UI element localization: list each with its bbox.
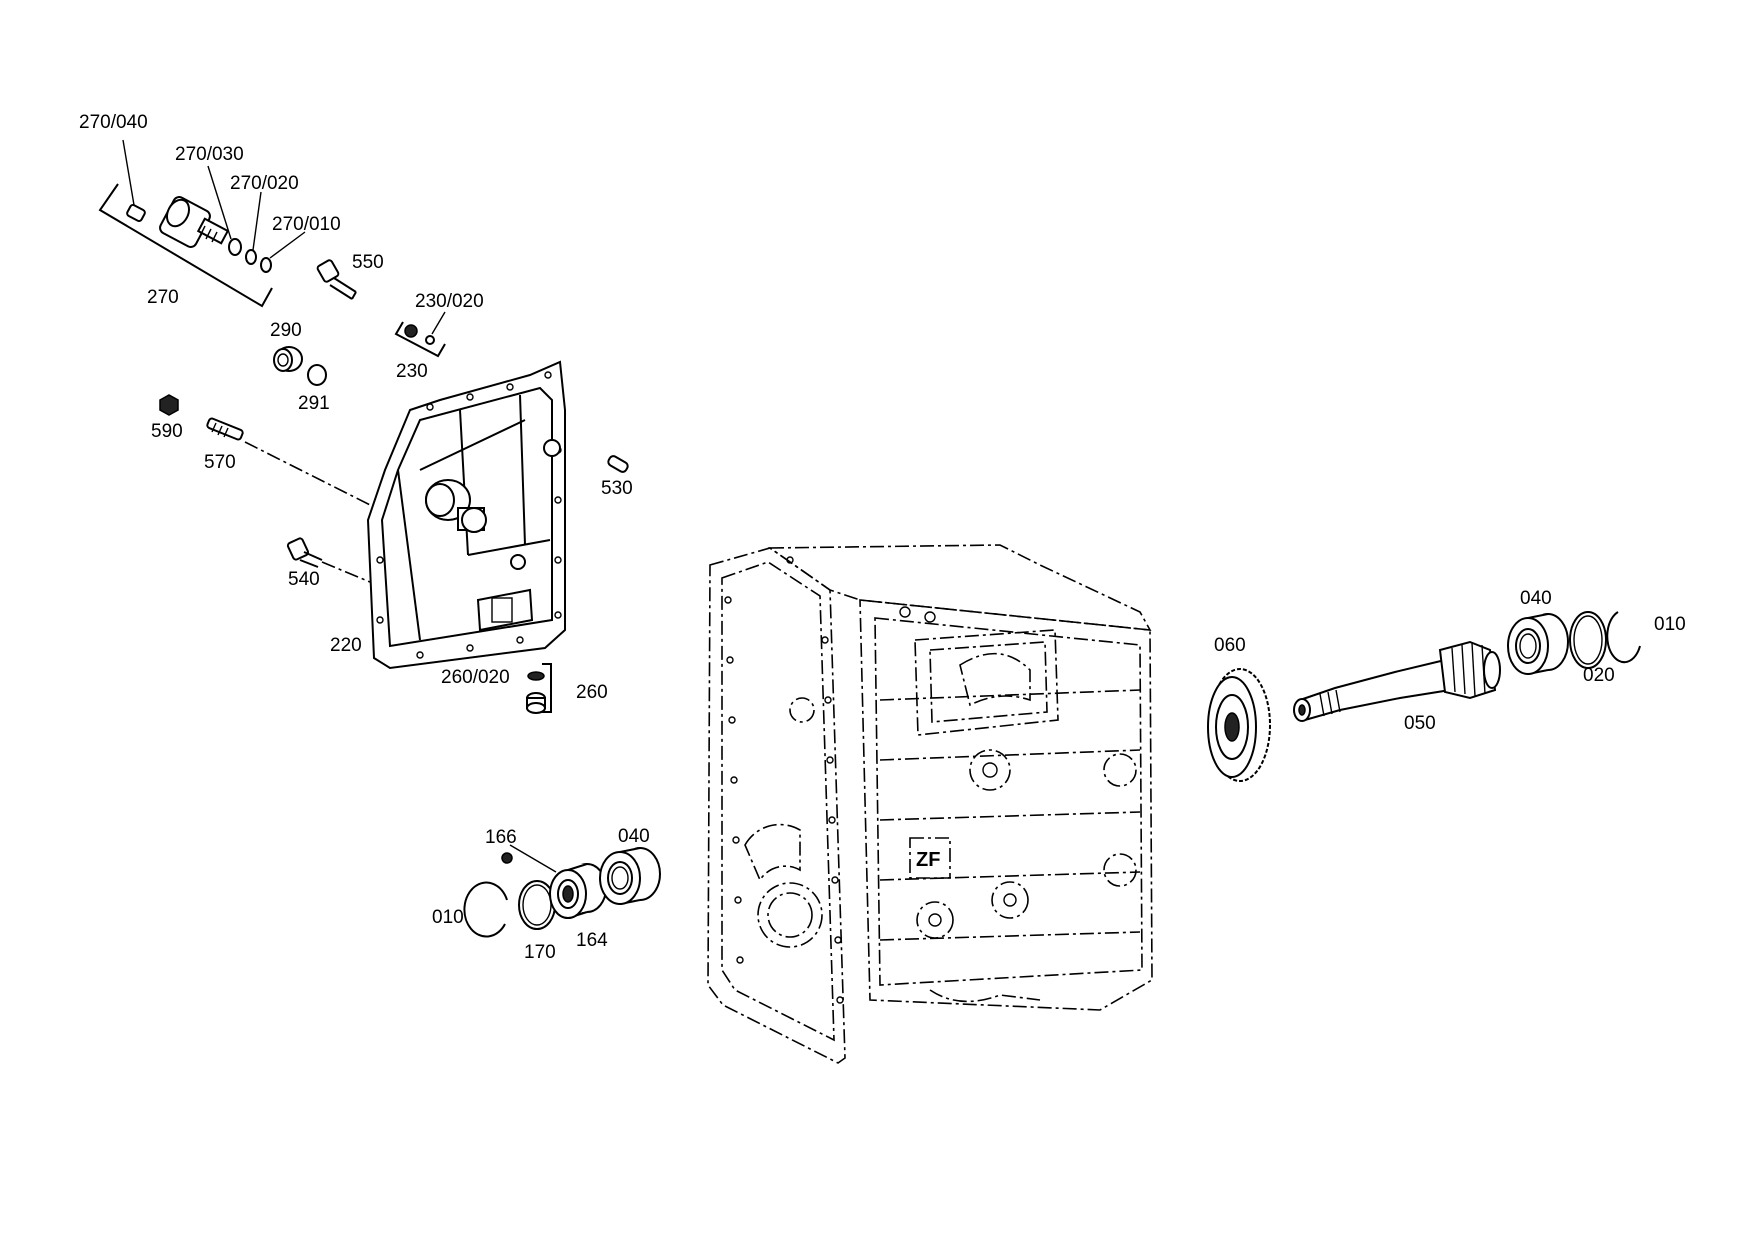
label-220: 220: [330, 635, 362, 656]
part-020-ring[interactable]: [1569, 611, 1607, 669]
label-550: 550: [352, 252, 384, 273]
label-230: 230: [396, 361, 428, 382]
part-164-bearing[interactable]: [549, 863, 607, 919]
part-040-bearing-left[interactable]: [599, 847, 661, 905]
part-230-020-ring[interactable]: [425, 335, 435, 345]
label-040-left: 040: [618, 826, 650, 847]
label-010-right: 010: [1654, 614, 1686, 635]
label-270-040: 270/040: [79, 112, 148, 133]
part-270-020[interactable]: [245, 249, 257, 265]
part-260-plug[interactable]: [526, 692, 546, 714]
part-260-020-ring[interactable]: [527, 671, 545, 681]
label-260-020: 260/020: [441, 667, 510, 688]
label-166: 166: [485, 827, 517, 848]
part-230-plug[interactable]: [404, 324, 418, 338]
part-270-040[interactable]: [126, 204, 146, 222]
part-550-bolt[interactable]: [316, 259, 357, 300]
part-040-bearing-right[interactable]: [1507, 613, 1569, 675]
label-060: 060: [1214, 635, 1246, 656]
label-530: 530: [601, 478, 633, 499]
part-270-group: [98, 139, 306, 308]
part-270-030[interactable]: [228, 238, 242, 256]
label-270-020: 270/020: [230, 173, 299, 194]
label-260: 260: [576, 682, 608, 703]
part-291-ring[interactable]: [307, 364, 327, 386]
part-290-bushing[interactable]: [273, 346, 303, 372]
part-530-pin[interactable]: [607, 455, 629, 474]
zf-logo: ZF: [916, 849, 940, 871]
label-010-left: 010: [432, 907, 464, 928]
part-570-stud[interactable]: [206, 417, 244, 441]
label-050: 050: [1404, 713, 1436, 734]
part-010-circlip-left[interactable]: [463, 881, 508, 938]
part-050-shaft[interactable]: [1293, 640, 1501, 722]
gearbox-housing: ZF: [707, 544, 1153, 1064]
part-260-group: [526, 663, 552, 714]
part-166-ball[interactable]: [501, 852, 513, 864]
label-270-030: 270/030: [175, 144, 244, 165]
label-040-right: 040: [1520, 588, 1552, 609]
label-164: 164: [576, 930, 608, 951]
label-230-020: 230/020: [415, 291, 484, 312]
part-220-cover[interactable]: [366, 360, 566, 670]
part-270-sensor[interactable]: [158, 195, 230, 249]
part-060-gear[interactable]: [1207, 668, 1271, 782]
label-270-010: 270/010: [272, 214, 341, 235]
label-270: 270: [147, 287, 179, 308]
part-230-group: [394, 311, 446, 358]
label-540: 540: [288, 569, 320, 590]
label-170: 170: [524, 942, 556, 963]
label-290: 290: [270, 320, 302, 341]
label-020: 020: [1583, 665, 1615, 686]
part-590-nut[interactable]: [159, 394, 179, 416]
label-291: 291: [298, 393, 330, 414]
part-540-bolt[interactable]: [286, 537, 323, 568]
part-270-010[interactable]: [260, 257, 272, 273]
label-570: 570: [204, 452, 236, 473]
label-590: 590: [151, 421, 183, 442]
part-010-circlip-right[interactable]: [1606, 611, 1641, 664]
